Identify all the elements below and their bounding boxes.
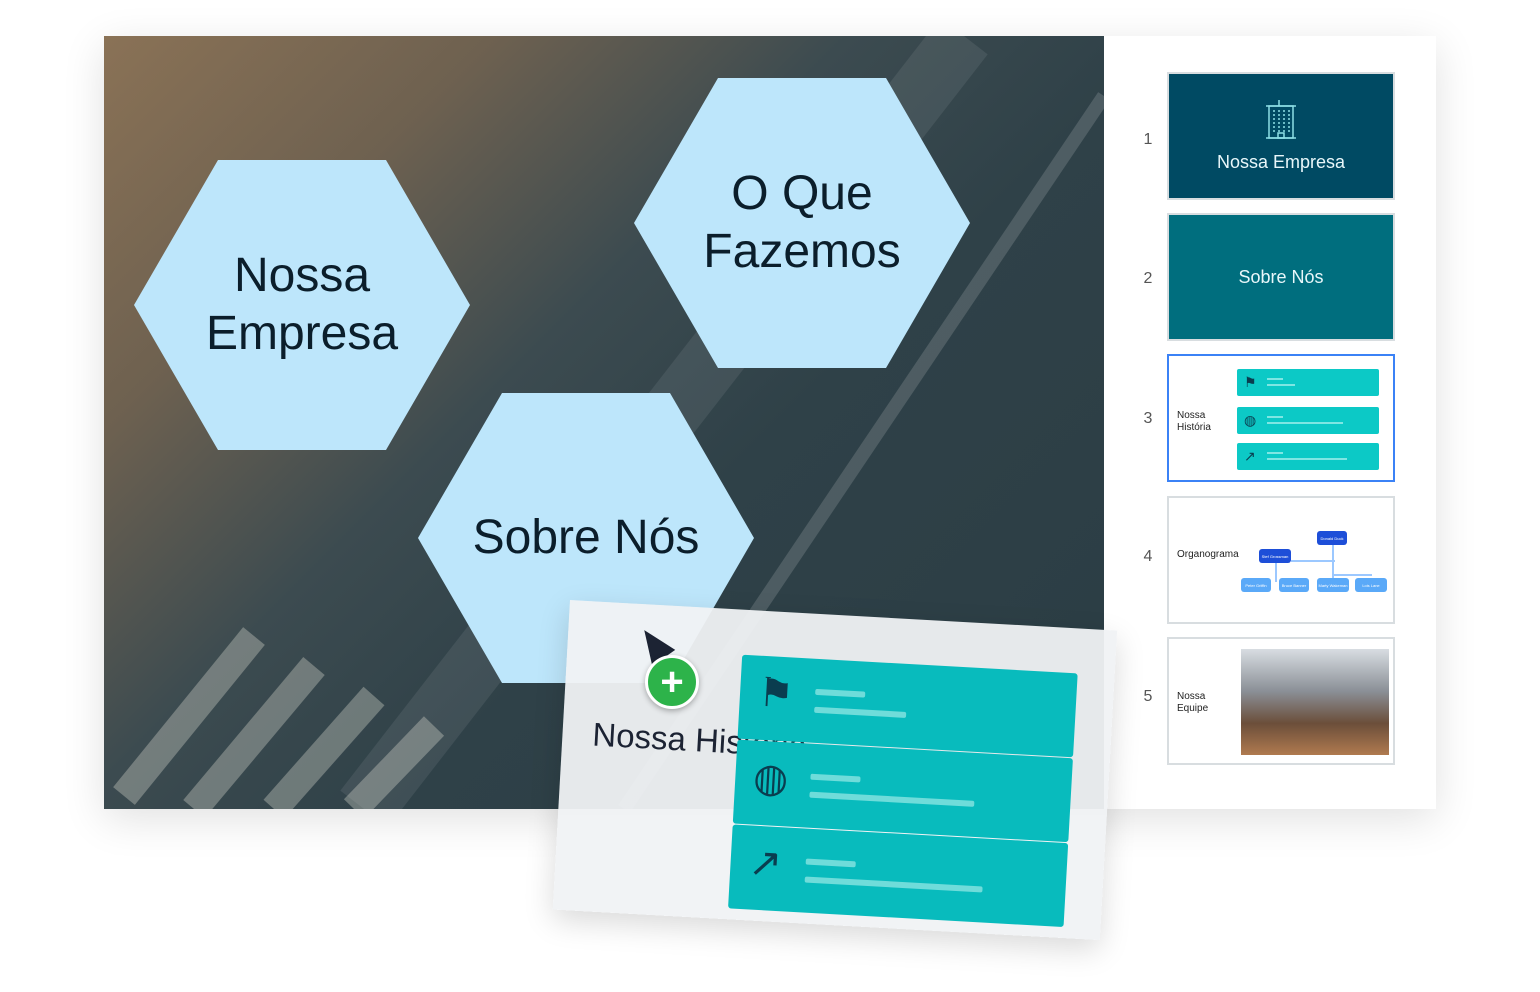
org-node: Marty Wakeman bbox=[1317, 578, 1349, 592]
building-icon bbox=[1266, 99, 1296, 139]
slide-number: 2 bbox=[1143, 270, 1153, 287]
globe-icon: ◍ bbox=[1244, 412, 1257, 428]
globe-icon: ◍ bbox=[752, 755, 790, 802]
slide-number: 3 bbox=[1143, 410, 1153, 427]
slide-number: 1 bbox=[1143, 131, 1153, 148]
row-bar: ↗ bbox=[1237, 443, 1379, 470]
slide-thumb-2[interactable]: Sobre Nós bbox=[1167, 213, 1395, 341]
add-plus-icon: + bbox=[645, 655, 699, 709]
slide-thumb-1[interactable]: Nossa Empresa bbox=[1167, 72, 1395, 200]
crosswalk bbox=[263, 686, 385, 809]
row-bar: ◍ bbox=[1237, 407, 1379, 434]
hexagon-o-que-fazemos[interactable]: O Que Fazemos bbox=[634, 78, 970, 368]
org-node: Bruce Banner bbox=[1279, 578, 1309, 592]
slide-thumb-4[interactable]: Organograma Donald Duck Stef Grossman Pe… bbox=[1167, 496, 1395, 624]
slide-number: 5 bbox=[1143, 688, 1153, 705]
org-node: Peter Griffin bbox=[1241, 578, 1271, 592]
chart-line-icon: ↗ bbox=[747, 840, 784, 887]
crosswalk bbox=[113, 627, 265, 805]
team-photo bbox=[1241, 649, 1389, 755]
slide-title: Nossa Equipe bbox=[1177, 691, 1209, 714]
org-node: Donald Duck bbox=[1317, 531, 1347, 545]
org-node: Stef Grossman bbox=[1259, 549, 1291, 563]
slide-title: Sobre Nós bbox=[1238, 266, 1324, 287]
flag-icon: ⚑ bbox=[756, 670, 796, 717]
org-node: Lois Lane bbox=[1355, 578, 1387, 592]
slide-title: Organograma bbox=[1177, 549, 1239, 560]
crosswalk bbox=[343, 716, 445, 809]
slide-thumb-3[interactable]: Nossa História ⚑ ◍ ↗ bbox=[1167, 354, 1395, 482]
chart-line-icon: ↗ bbox=[1244, 448, 1256, 464]
slide-title: Nossa História bbox=[1177, 410, 1211, 433]
slide-thumb-5[interactable]: Nossa Equipe bbox=[1167, 637, 1395, 765]
slide-title: Nossa Empresa bbox=[1216, 151, 1346, 172]
flag-icon: ⚑ bbox=[1244, 374, 1257, 390]
crosswalk bbox=[183, 657, 325, 809]
row-bar: ⚑ bbox=[1237, 369, 1379, 396]
slide-number: 4 bbox=[1143, 548, 1153, 565]
card-row: ↗ bbox=[728, 824, 1069, 928]
dragged-slide-card[interactable]: Nossa História ⚑ ◍ ↗ bbox=[552, 600, 1118, 941]
